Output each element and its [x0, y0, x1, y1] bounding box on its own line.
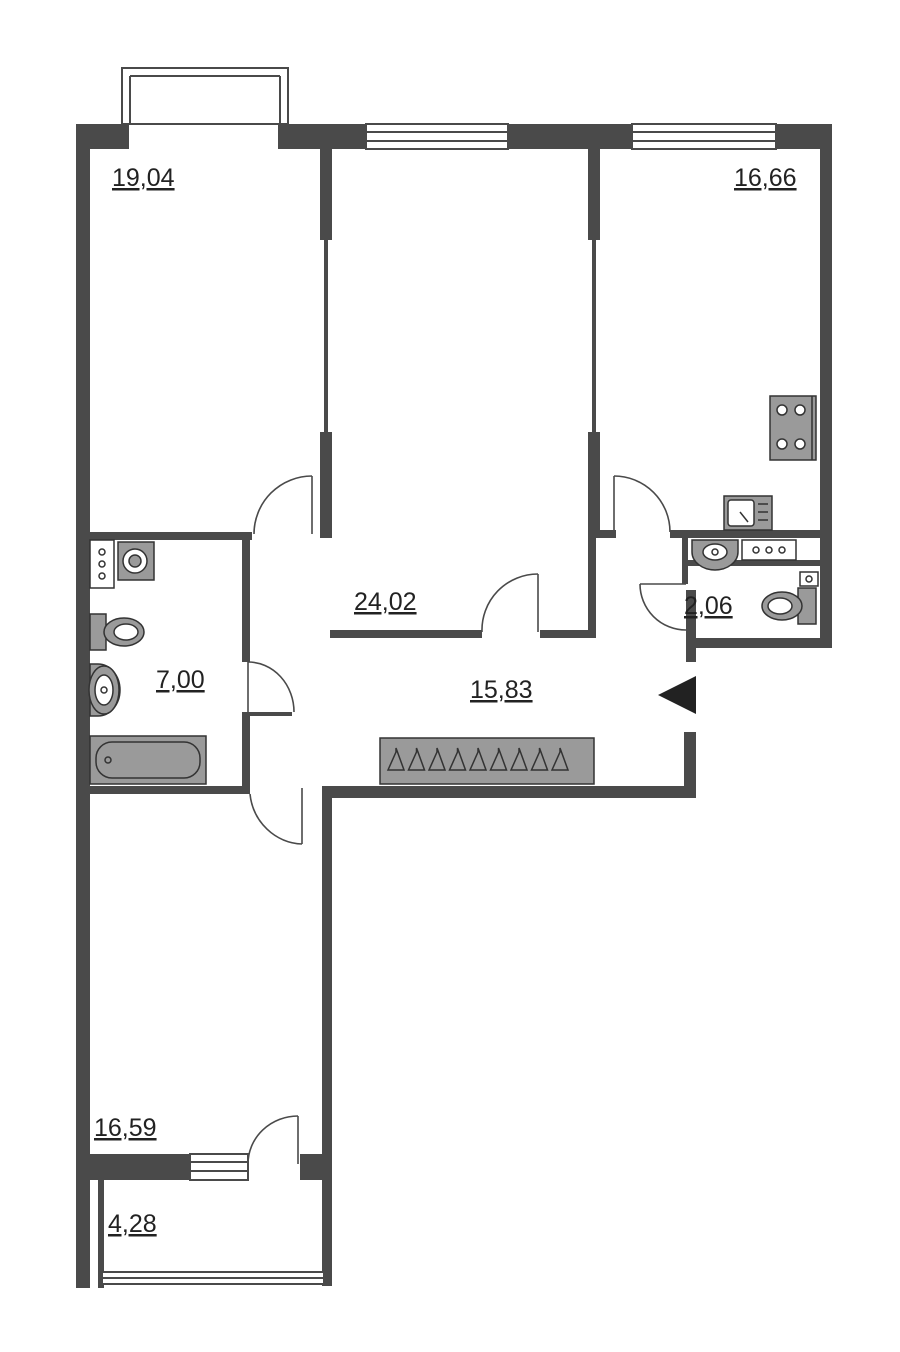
- door-swing-icon[interactable]: [247, 661, 295, 713]
- stove-icon: [769, 395, 817, 461]
- wall-balcony-sep-right: [300, 1154, 332, 1180]
- wall-room2-right-thin: [592, 240, 596, 432]
- area-labels: 19,04 24,02 16,66 7,00 15,83 2,06 16,59 …: [94, 164, 797, 1238]
- wall-room2-right-lower: [588, 432, 600, 538]
- door-swing-icon[interactable]: [639, 583, 687, 631]
- wall-right-outer: [820, 124, 832, 648]
- wall-room2-bottom-left: [330, 630, 482, 638]
- wall-wc-mid: [682, 560, 822, 566]
- wall-room2-right-upper: [588, 140, 600, 240]
- washbasin-icon: [691, 539, 739, 571]
- wall-balcony-sep-left: [76, 1154, 190, 1180]
- wall-room1-right-thin: [324, 240, 328, 432]
- doors: [247, 475, 687, 1165]
- door-swing-icon[interactable]: [253, 475, 313, 535]
- windows: [98, 67, 777, 1288]
- wall-room2-bottom-right: [540, 630, 592, 638]
- area-label-room-top-left: 19,04: [112, 164, 175, 192]
- hanger-glyph: [407, 747, 426, 771]
- door-swing-icon[interactable]: [613, 475, 671, 533]
- wall-entrance-upper: [686, 590, 696, 662]
- window-balcony-door: [189, 1153, 249, 1181]
- hanger-glyph: [427, 747, 447, 771]
- area-label-bathroom: 7,00: [156, 666, 205, 694]
- area-label-balcony: 4,28: [108, 1210, 157, 1238]
- entrance-arrow-icon[interactable]: [658, 676, 696, 714]
- window-bay-top: [121, 67, 289, 125]
- toilet-icon: [89, 613, 145, 651]
- area-label-room-bottom-left: 16,59: [94, 1114, 157, 1142]
- door-swing-icon[interactable]: [481, 573, 539, 633]
- wall-hall-bottom: [322, 786, 696, 798]
- wall-wc-bottom: [686, 638, 832, 648]
- wall-entrance-lower: [684, 732, 696, 798]
- wall-room1-bottom: [76, 532, 252, 540]
- walls: [76, 124, 832, 1288]
- wall-bathroom-bottom: [76, 786, 248, 794]
- area-label-kitchen: 16,66: [734, 164, 797, 192]
- wall-room2-right-bottom: [588, 532, 596, 638]
- wardrobe-hangers-icon: [379, 737, 595, 785]
- kitchen-sink-icon: [723, 495, 773, 531]
- wall-room1-right-upper: [320, 140, 332, 240]
- wall-bath-right-top: [242, 532, 250, 662]
- hanger-glyph: [448, 747, 467, 771]
- wall-left-outer: [76, 124, 90, 1288]
- washbasin-icon: [88, 663, 121, 717]
- window-top-right: [631, 123, 777, 150]
- window-top-middle: [365, 123, 509, 150]
- area-label-room-top-middle: 24,02: [354, 588, 417, 616]
- hanger-glyph: [550, 747, 570, 771]
- wall-top-b: [508, 124, 632, 149]
- hanger-glyph: [530, 747, 549, 771]
- wall-kitchen-bottom-right: [670, 530, 832, 538]
- door-swing-icon[interactable]: [247, 1115, 299, 1165]
- wall-hall-left-lower: [246, 712, 292, 716]
- wall-bottom-room-right: [322, 786, 332, 1286]
- fixtures: [88, 395, 819, 785]
- toilet-icon: [761, 571, 819, 625]
- stove-icon: [741, 539, 797, 561]
- wall-room1-right-lower: [320, 432, 332, 538]
- bathtub-icon: [89, 735, 207, 785]
- hanger-glyph: [509, 747, 529, 771]
- area-label-hallway: 15,83: [470, 676, 533, 704]
- hanger-glyph: [489, 747, 508, 771]
- door-swing-icon[interactable]: [249, 788, 303, 845]
- balcony-left-wall: [98, 1180, 104, 1288]
- washing-machine-icon: [89, 539, 155, 589]
- wall-bath-right-bottom: [242, 712, 250, 794]
- wall-kitchen-bottom: [596, 530, 616, 538]
- hanger-glyph: [386, 747, 406, 771]
- area-label-wc: 2,06: [684, 592, 733, 620]
- hanger-glyph: [468, 747, 488, 771]
